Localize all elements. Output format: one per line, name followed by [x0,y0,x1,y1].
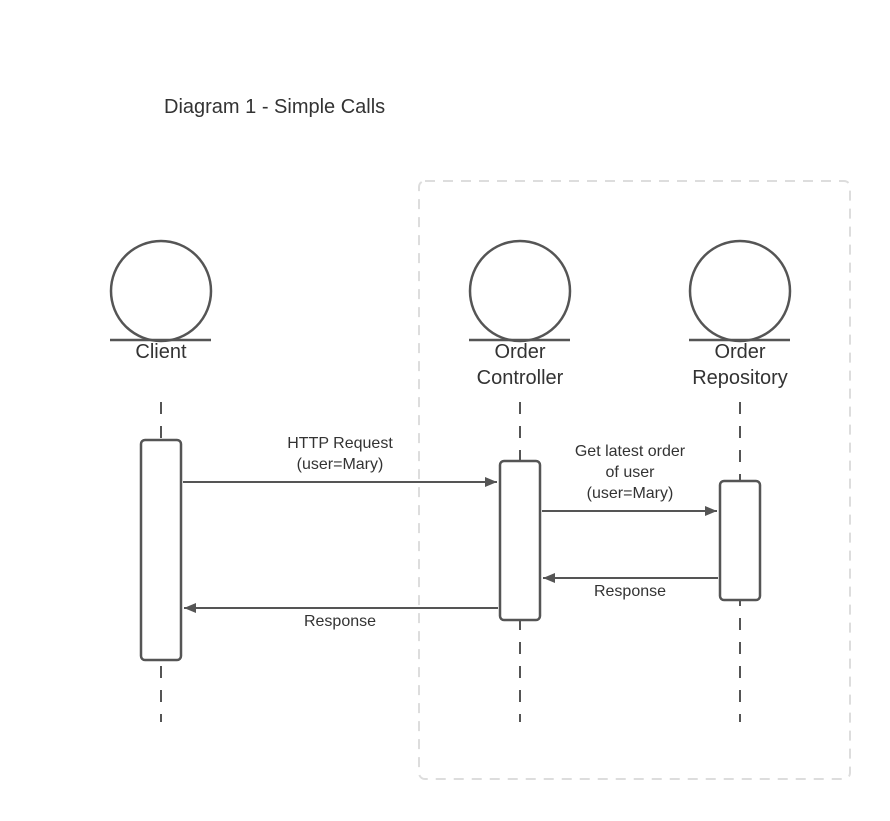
message-get-latest-order: Get latest order of user (user=Mary) [542,443,717,516]
actor-circle-icon [688,239,792,343]
activation-bar-order-controller [498,459,542,622]
system-boundary [418,180,851,780]
message-label-line: Response [594,583,666,600]
actor-circle-icon [109,239,213,343]
participant-label-line: Client [135,341,187,363]
message-label-line: Response [304,613,376,630]
message-label-line: (user=Mary) [297,456,384,473]
activation-bar-client [139,438,183,662]
message-http-request: HTTP Request (user=Mary) [183,435,497,487]
message-label-line: Get latest order [575,443,686,460]
participant-label-line: Controller [477,367,564,389]
participant-order-controller: Order Controller [468,239,572,389]
message-label-line: HTTP Request [287,435,393,452]
actor-circle-icon [468,239,572,343]
message-label-line: (user=Mary) [587,485,674,502]
participant-label-line: Order [494,341,545,363]
diagram-title: Diagram 1 - Simple Calls [164,96,386,118]
participant-client: Client [109,239,213,363]
activation-bar-order-repository [718,479,762,602]
participant-label-line: Order [714,341,765,363]
message-controller-response: Response [184,603,498,630]
message-repository-response: Response [543,573,718,600]
participant-order-repository: Order Repository [688,239,792,389]
message-label-line: of user [606,464,656,481]
participant-label-line: Repository [692,367,788,389]
